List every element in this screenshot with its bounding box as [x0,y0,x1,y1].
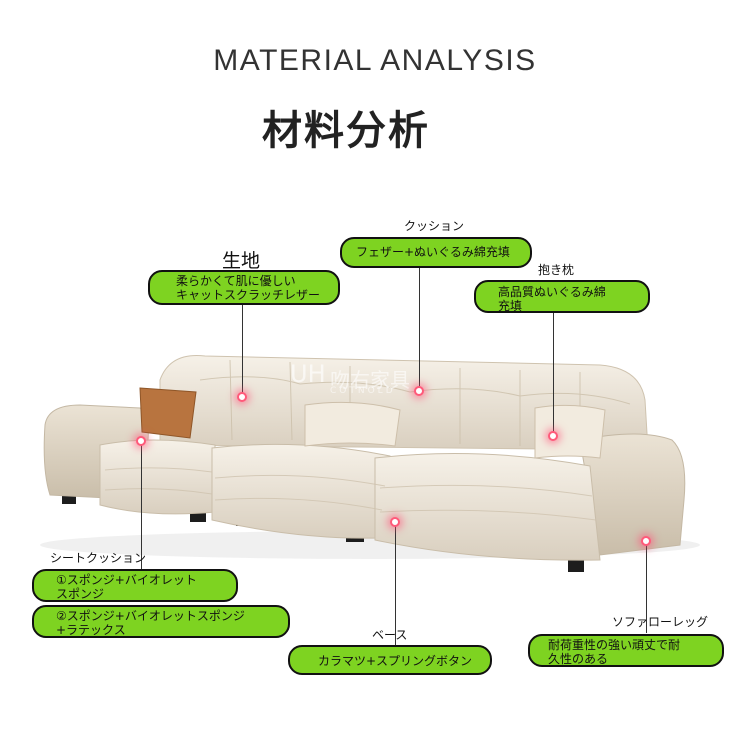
marker-leg [641,536,651,546]
marker-pillow [548,431,558,441]
pill-cushion: フェザー+ぬいぐるみ綿充填 [340,237,532,268]
sofa-leg-right [568,560,584,572]
label-pillow: 抱き枕 [538,263,575,277]
pill-leg-line1: 耐荷重性の強い頑丈で耐 [548,638,681,652]
watermark-sub: COTNOLD [330,386,396,396]
marker-seat [136,436,146,446]
leader-pillow [553,312,554,436]
pill-pillow-line2: 充填 [498,299,523,313]
svg-text:UH: UH [290,360,326,388]
pill-seat-option1-line1: ①スポンジ+バイオレット [56,573,197,587]
title-english: MATERIAL ANALYSIS [213,44,537,77]
pill-base-line1: カラマツ+スプリングボタン [318,654,473,668]
pill-cushion-line1: フェザー+ぬいぐるみ綿充填 [356,245,510,259]
watermark-brand: 吻右家具 [330,368,410,392]
leader-seat [141,441,142,569]
marker-fabric [237,392,247,402]
leader-fabric [242,305,243,397]
marker-cushion [414,386,424,396]
pill-leg: 耐荷重性の強い頑丈で耐 久性のある [528,634,724,667]
pill-pillow: 高品質ぬいぐるみ綿 充填 [474,280,650,313]
marker-base [390,517,400,527]
leader-cushion [419,268,420,390]
pill-leg-line2: 久性のある [548,652,609,666]
pill-seat-option2-line1: ②スポンジ+バイオレットスポンジ [56,609,245,623]
pill-base: カラマツ+スプリングボタン [288,645,492,675]
pillow-white-center [304,401,401,447]
pill-pillow-line1: 高品質ぬいぐるみ綿 [498,285,606,299]
label-fabric: 生地 [222,250,261,272]
pillow-orange [139,387,197,439]
pill-seat-option1: ①スポンジ+バイオレット スポンジ [32,569,238,602]
pillow-white-right [534,404,606,459]
pill-fabric-line2: キャットスクラッチレザー [176,288,321,302]
label-base: ベース [372,628,408,642]
pill-seat-option2: ②スポンジ+バイオレットスポンジ +ラテックス [32,605,290,638]
leader-leg [646,545,647,633]
pill-seat-option1-line2: スポンジ [56,587,105,601]
label-leg: ソファローレッグ [612,615,709,629]
pill-fabric: 柔らかくて肌に優しい キャットスクラッチレザー [148,270,340,305]
leader-base [395,525,396,645]
pill-seat-option2-line2: +ラテックス [56,623,126,637]
title-japanese: 材料分析 [262,108,430,154]
label-seat: シートクッション [50,551,147,565]
pill-fabric-line1: 柔らかくて肌に優しい [176,274,296,288]
label-cushion: クッション [404,219,465,233]
